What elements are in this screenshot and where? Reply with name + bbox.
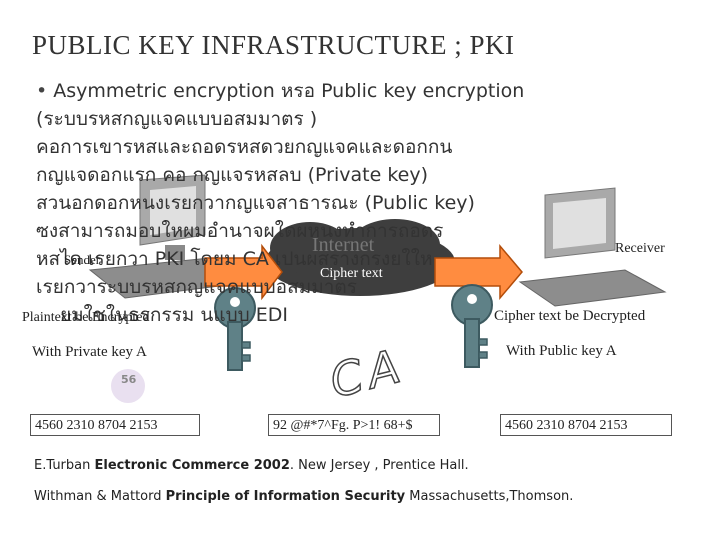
- bullet-line-5: สวนอกดอกหนงเรยกวากญแจสาธารณะ (Public key…: [36, 188, 475, 218]
- sender-label: Sender: [64, 252, 100, 268]
- reference-2: Withman & Mattord Principle of Informati…: [34, 489, 573, 504]
- left-caption: Plaintext be Encrypted: [22, 310, 150, 326]
- reference-2-rest: Massachusetts,Thomson.: [405, 489, 573, 504]
- bullet-line-4: กญแจดอกแรก คอ กญแจรหสลบ (Private key): [36, 160, 428, 190]
- right-key-caption: With Public key A: [506, 343, 617, 360]
- bullet-lead-en2: Public key encryption: [321, 80, 524, 102]
- bullet-line-6: ซงสามารถมอบใหผมอำนาจผใดผหนงทำการถอดร: [36, 216, 443, 246]
- reference-1-author: E.Turban: [34, 458, 90, 473]
- reference-1-rest: . New Jersey , Prentice Hall.: [290, 458, 469, 473]
- bullet-line-8: เรยกวาระบบรหสกญแจคแบบอสมมาตร: [36, 272, 357, 302]
- reference-2-author: Withman & Mattord: [34, 489, 162, 504]
- bullet-line-3: คอการเขารหสและถอดรหสดวยกญแจคและดอกกน: [36, 132, 452, 162]
- bullet-line-1: • Asymmetric encryption หรอ Public key e…: [36, 76, 524, 106]
- cipher-text-label: Cipher text: [320, 266, 383, 282]
- decrypted-box: 4560 2310 8704 2153: [500, 414, 672, 436]
- plaintext-box: 4560 2310 8704 2153: [30, 414, 200, 436]
- bullet-icon: •: [36, 80, 47, 102]
- reference-2-title: Principle of Information Security: [166, 489, 406, 504]
- right-caption: Cipher text be Decrypted: [494, 308, 645, 325]
- bullet-lead-en: Asymmetric encryption: [53, 80, 275, 102]
- bullet-line-2: (ระบบรหสกญแจคแบบอสมมาตร ): [36, 104, 317, 134]
- ciphertext-box: 92 @#*7^Fg. P>1! 68+$: [268, 414, 440, 436]
- reference-1-title: Electronic Commerce 2002: [95, 458, 290, 473]
- reference-1: E.Turban Electronic Commerce 2002. New J…: [34, 458, 469, 473]
- page-number: 56: [121, 373, 136, 386]
- internet-label: Internet: [312, 234, 374, 257]
- public-key-icon: [452, 285, 492, 367]
- receiver-label: Receiver: [615, 241, 665, 257]
- left-key-caption: With Private key A: [32, 344, 147, 361]
- bullet-lead-th: หรอ: [281, 80, 315, 102]
